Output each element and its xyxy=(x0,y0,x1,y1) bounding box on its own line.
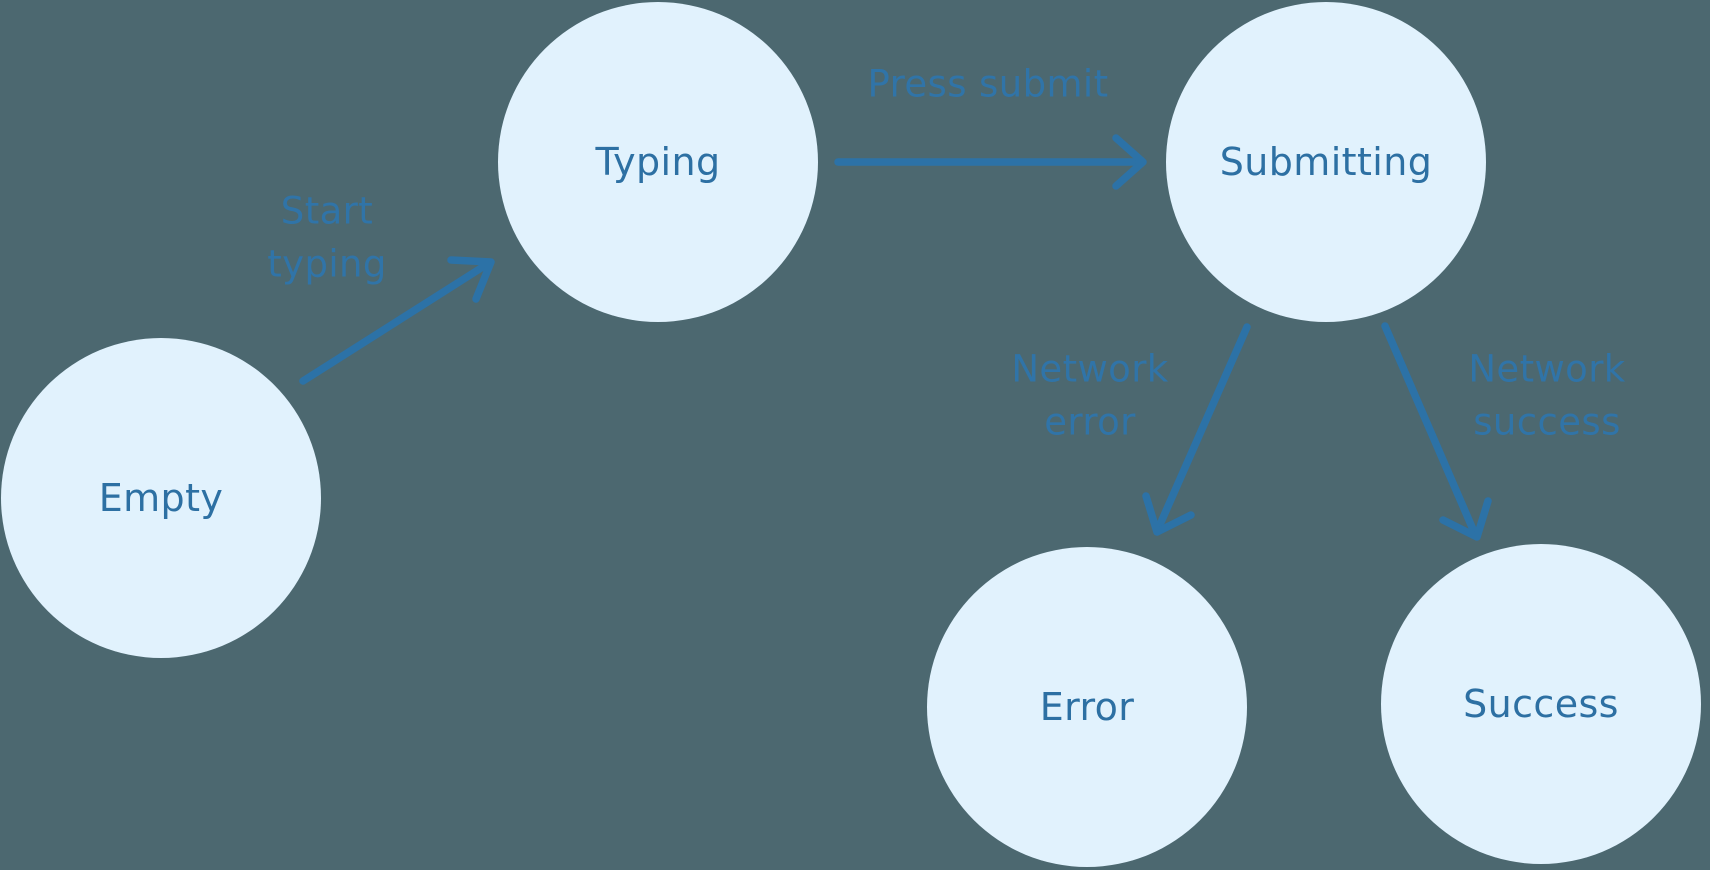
arrowhead-icon xyxy=(1439,497,1492,541)
arrowhead-icon xyxy=(1142,492,1195,536)
state-node-submitting: Submitting xyxy=(1166,2,1486,322)
state-label-success: Success xyxy=(1463,682,1619,726)
edge-label-start-typing: Start typing xyxy=(267,189,387,285)
state-label-typing: Typing xyxy=(595,140,721,184)
edge-submitting-to-success xyxy=(1381,322,1492,541)
arrowhead-icon xyxy=(447,256,495,303)
edge-label-press-submit: Press submit xyxy=(867,62,1109,106)
edge-label-network-success: Network success xyxy=(1468,347,1626,443)
state-node-empty: Empty xyxy=(1,338,321,658)
edge-submitting-to-error xyxy=(1142,323,1251,536)
state-node-error: Error xyxy=(927,547,1247,867)
state-label-empty: Empty xyxy=(98,476,224,520)
state-label-error: Error xyxy=(1039,685,1135,729)
state-node-typing: Typing xyxy=(498,2,818,322)
edge-empty-to-typing xyxy=(299,256,495,385)
edge-typing-to-submitting xyxy=(834,134,1147,190)
state-node-success: Success xyxy=(1381,544,1701,864)
state-label-submitting: Submitting xyxy=(1219,140,1433,184)
edge-label-network-error: Network error xyxy=(1011,347,1169,443)
arrowhead-icon xyxy=(1112,134,1147,190)
